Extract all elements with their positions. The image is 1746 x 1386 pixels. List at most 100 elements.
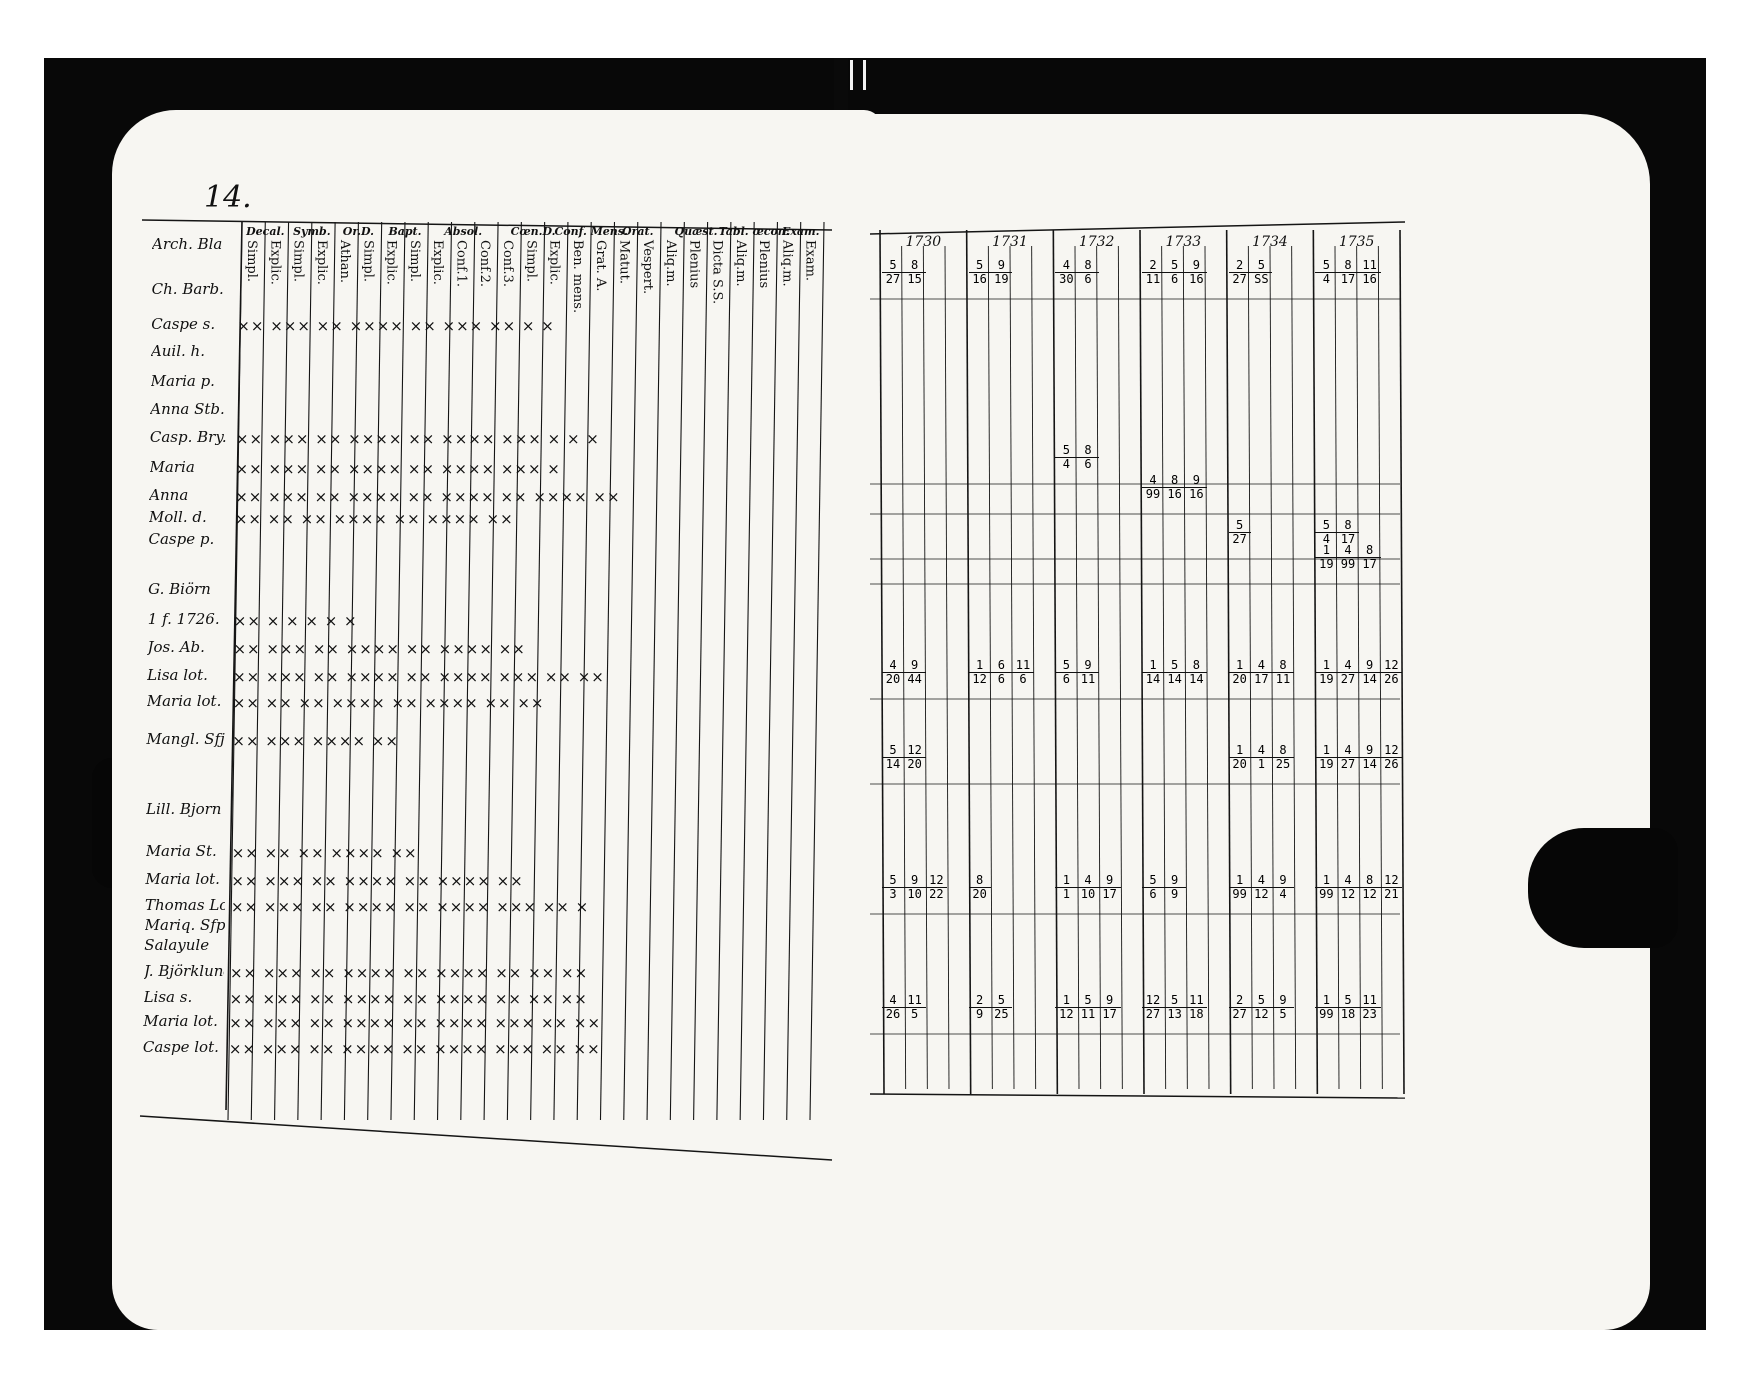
fraction-numerator: 11 bbox=[1012, 659, 1034, 673]
fraction-denominator: 12 bbox=[1254, 886, 1269, 901]
fraction-denominator: 4 bbox=[1062, 456, 1070, 471]
register-name: Maria bbox=[149, 458, 195, 476]
year-subcolumn-rule bbox=[987, 245, 993, 1090]
fraction-numerator: 5 bbox=[1163, 994, 1186, 1008]
year-column-rule bbox=[1225, 229, 1232, 1095]
fraction-denominator: 12 bbox=[1059, 1006, 1074, 1021]
fraction-denominator: 30 bbox=[1059, 271, 1074, 286]
fraction-numerator: 9 bbox=[1185, 259, 1208, 273]
fraction-denominator: 12 bbox=[1340, 886, 1356, 901]
register-marks: ×× ××× ×× ×××× ×× ×××× ×× ×× ×× bbox=[229, 990, 588, 1008]
fraction-denominator: 17 bbox=[1102, 1006, 1117, 1021]
fraction-denominator: 20 bbox=[1232, 671, 1247, 686]
fraction-denominator: 12 bbox=[1362, 886, 1377, 901]
subcolumn-label: Ben. mens. bbox=[569, 240, 585, 314]
subcolumn-label: Simpl. bbox=[360, 240, 376, 283]
fraction-denominator: 25 bbox=[994, 1006, 1009, 1021]
spine-mark bbox=[850, 60, 866, 90]
year-subcolumn-rule bbox=[1031, 245, 1037, 1090]
fraction-denominator: 6 bbox=[1019, 671, 1027, 686]
register-name: Mangl. Sfj. bbox=[146, 730, 227, 748]
register-name: 1 f. 1726. bbox=[147, 610, 220, 628]
fraction-numerator: 2 bbox=[1228, 994, 1251, 1008]
fraction-denominator: 99 bbox=[1319, 886, 1334, 901]
fraction-numerator: 5 bbox=[1055, 444, 1078, 458]
column-rule bbox=[227, 221, 243, 1121]
fraction-denominator: 99 bbox=[1340, 556, 1356, 571]
column-rule bbox=[460, 221, 476, 1121]
fraction-denominator: 11 bbox=[1080, 1006, 1096, 1021]
fraction-denominator: 19 bbox=[1319, 556, 1334, 571]
fraction-denominator: 4 bbox=[1279, 886, 1287, 901]
fraction-numerator: 1 bbox=[1055, 874, 1078, 888]
fraction-denominator: 25 bbox=[1275, 756, 1291, 771]
fraction-denominator: 6 bbox=[1149, 886, 1157, 901]
fraction-numerator: 1 bbox=[1315, 544, 1338, 558]
fraction-denominator: 12 bbox=[1254, 1006, 1269, 1021]
year-subcolumn-rule bbox=[1269, 245, 1275, 1090]
fraction-denominator: 1 bbox=[1257, 756, 1265, 771]
fraction-numerator: 5 bbox=[1250, 994, 1273, 1008]
fraction-numerator: 4 bbox=[1077, 874, 1099, 888]
fraction-numerator: 5 bbox=[1055, 659, 1078, 673]
register-marks: ×× ××× ×× ×××× ×× ×××× ××× ×× ×× bbox=[229, 1014, 602, 1032]
fraction-denominator: 19 bbox=[994, 271, 1009, 286]
fraction-numerator: 5 bbox=[1315, 259, 1338, 273]
fraction-numerator: 8 bbox=[1185, 659, 1208, 673]
fraction-numerator: 11 bbox=[903, 994, 926, 1008]
fraction-numerator: 4 bbox=[1337, 874, 1359, 888]
fraction-numerator: 4 bbox=[1337, 659, 1359, 673]
subcolumn-label: Simpl. bbox=[244, 240, 259, 283]
register-name: Lisa s. bbox=[143, 988, 193, 1006]
fraction-denominator: 17 bbox=[1340, 531, 1356, 546]
fraction-numerator: 5 bbox=[882, 874, 904, 888]
fraction-numerator: 1 bbox=[1228, 659, 1251, 673]
register-marks: ×× ×× ×× ×××× ×× ×××× ×× bbox=[234, 510, 514, 528]
fraction-denominator: 17 bbox=[1102, 886, 1117, 901]
register-name: Arch. Bla bbox=[152, 235, 223, 253]
subcolumn-label: Explic. bbox=[313, 240, 329, 285]
column-rule bbox=[250, 221, 266, 1121]
fraction-numerator: 1 bbox=[1228, 744, 1251, 758]
fraction-numerator: 4 bbox=[882, 994, 904, 1008]
fraction-denominator: 14 bbox=[1362, 671, 1377, 686]
column-group-label: Decal. bbox=[246, 225, 285, 238]
fraction-denominator: 14 bbox=[1145, 671, 1161, 686]
fraction-numerator: 11 bbox=[1358, 259, 1381, 273]
fraction-denominator: 99 bbox=[1319, 1006, 1334, 1021]
column-rule bbox=[669, 221, 685, 1121]
fraction-denominator: 14 bbox=[1362, 756, 1377, 771]
column-group-label: Bapt. bbox=[388, 225, 422, 238]
register-marks: ×× ××× ×× ×××× ×× ×××× ××× ×× × bbox=[231, 898, 590, 916]
fraction-numerator: 8 bbox=[1272, 659, 1294, 673]
fraction-numerator: 2 bbox=[1142, 259, 1164, 273]
register-name: Salayule bbox=[144, 936, 210, 954]
fraction-numerator: 4 bbox=[1055, 259, 1078, 273]
column-group-label: Exam. bbox=[781, 225, 820, 238]
register-marks: ×× × × × × × bbox=[233, 612, 358, 630]
fraction-denominator: 19 bbox=[1319, 671, 1334, 686]
fraction-numerator: 12 bbox=[1380, 659, 1403, 673]
subcolumn-label: Simpl. bbox=[290, 240, 306, 283]
subcolumn-label: Matut. bbox=[616, 240, 632, 285]
